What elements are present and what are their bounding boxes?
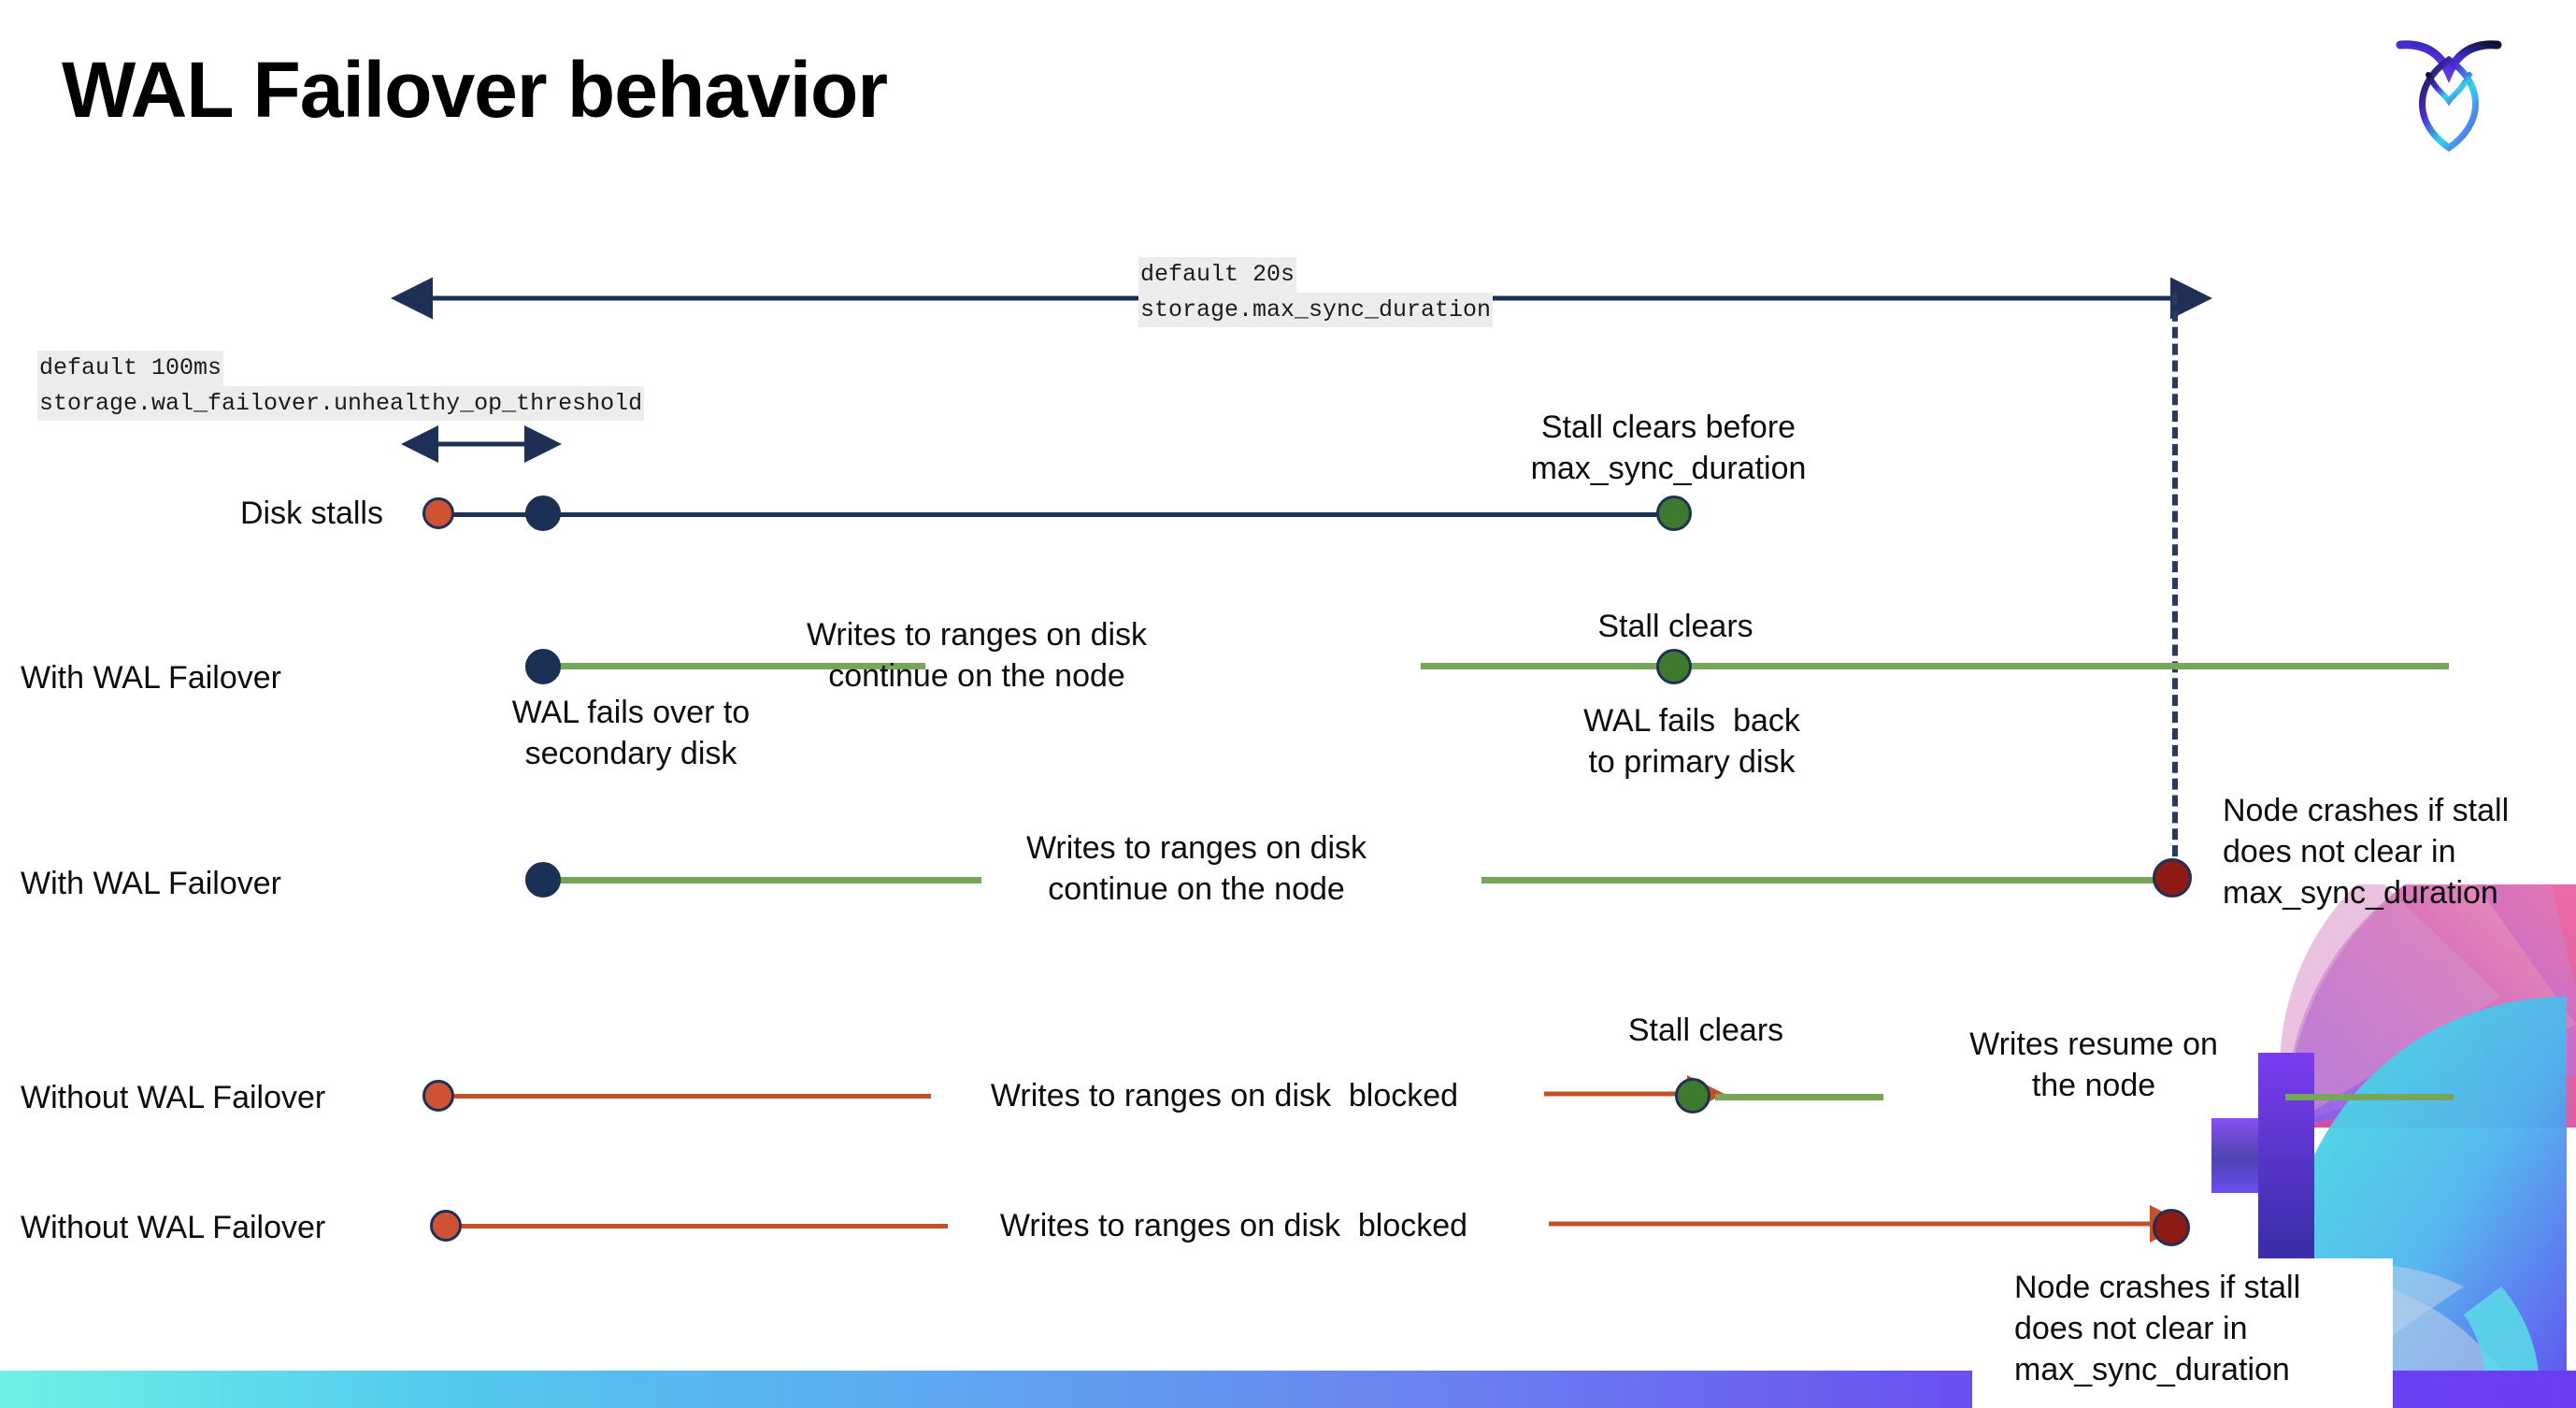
with-failover-1-segment-a — [551, 663, 925, 669]
row-label-with-wal-failover-2: With WAL Failover — [21, 866, 281, 901]
max-sync-name-text: storage.max_sync_duration — [1138, 292, 1494, 327]
without-failover-1-resumed-segment-b — [2285, 1094, 2454, 1100]
without-failover-1-resume-note: Writes resume on the node — [1969, 1027, 2218, 1104]
without-failover-2-start-dot — [430, 1210, 462, 1242]
without-failover-2-crash-note: Node crashes if stall does not clear in … — [2014, 1270, 2301, 1388]
page-title: WAL Failover behavior — [62, 46, 888, 134]
with-failover-2-segment-b — [1481, 877, 2178, 884]
with-failover-2-crash-dot — [2153, 858, 2192, 898]
unhealthy-op-threshold-span-arrow — [401, 425, 562, 463]
without-failover-2-blocked-segment-a — [462, 1224, 948, 1228]
max-sync-default-text: default 20s — [1138, 257, 1297, 293]
disk-stalls-clear-note: Stall clears before max_sync_duration — [1530, 409, 1807, 487]
with-failover-1-failover-dot — [525, 649, 561, 684]
with-failover-1-failback-note: WAL fails back to primary disk — [1583, 703, 1800, 781]
with-failover-1-mid-note: Writes to ranges on disk continue on the… — [806, 617, 1148, 695]
row-label-with-wal-failover-1: With WAL Failover — [21, 660, 281, 696]
with-failover-2-crash-note: Node crashes if stall does not clear in … — [2223, 793, 2510, 912]
unhealthy-op-threshold-setting: default 100ms storage.wal_failover.unhea… — [37, 351, 645, 421]
unhealthy-name-text: storage.wal_failover.unhealthy_op_thresh… — [37, 385, 645, 421]
with-failover-1-clear-dot — [1656, 649, 1692, 684]
row-label-without-wal-failover-1: Without WAL Failover — [21, 1080, 326, 1115]
cockroachdb-logo-icon — [2393, 26, 2505, 157]
without-failover-1-start-dot — [422, 1080, 454, 1112]
without-failover-1-mid-note: Writes to ranges on disk blocked — [990, 1078, 1459, 1113]
disk-stalls-start-dot — [422, 497, 454, 529]
without-failover-2-mid-note: Writes to ranges on disk blocked — [999, 1208, 1468, 1243]
without-failover-1-clear-dot — [1675, 1078, 1710, 1113]
max-sync-duration-setting: default 20s storage.max_sync_duration — [1138, 257, 1494, 327]
without-failover-2-blocked-arrow — [1549, 1205, 2187, 1243]
without-failover-2-crash-dot — [2153, 1209, 2190, 1246]
with-failover-2-failover-dot — [525, 862, 561, 898]
with-failover-1-clear-note: Stall clears — [1597, 609, 1753, 644]
without-failover-1-resumed-segment — [1715, 1094, 1883, 1100]
without-failover-1-blocked-segment-a — [454, 1094, 931, 1099]
row-label-without-wal-failover-2: Without WAL Failover — [21, 1210, 326, 1245]
with-failover-1-segment-b — [1421, 663, 2449, 669]
with-failover-2-segment-a — [551, 877, 981, 884]
row-label-disk-stalls: Disk stalls — [239, 496, 383, 531]
without-failover-1-clear-note: Stall clears — [1627, 1013, 1784, 1048]
without-failover-1-blocked-arrow — [1544, 1075, 1724, 1113]
disk-stalls-timeline — [436, 512, 1679, 517]
disk-stalls-clear-dot — [1656, 496, 1692, 531]
crash-note-callout-panel — [1972, 1258, 2393, 1408]
disk-stalls-failover-dot — [525, 496, 561, 531]
unhealthy-default-text: default 100ms — [37, 351, 224, 386]
max-sync-duration-dashed-guide — [2172, 294, 2178, 873]
with-failover-1-start-note: WAL fails over to secondary disk — [511, 695, 751, 772]
with-failover-2-mid-note: Writes to ranges on disk continue on the… — [1025, 830, 1367, 908]
